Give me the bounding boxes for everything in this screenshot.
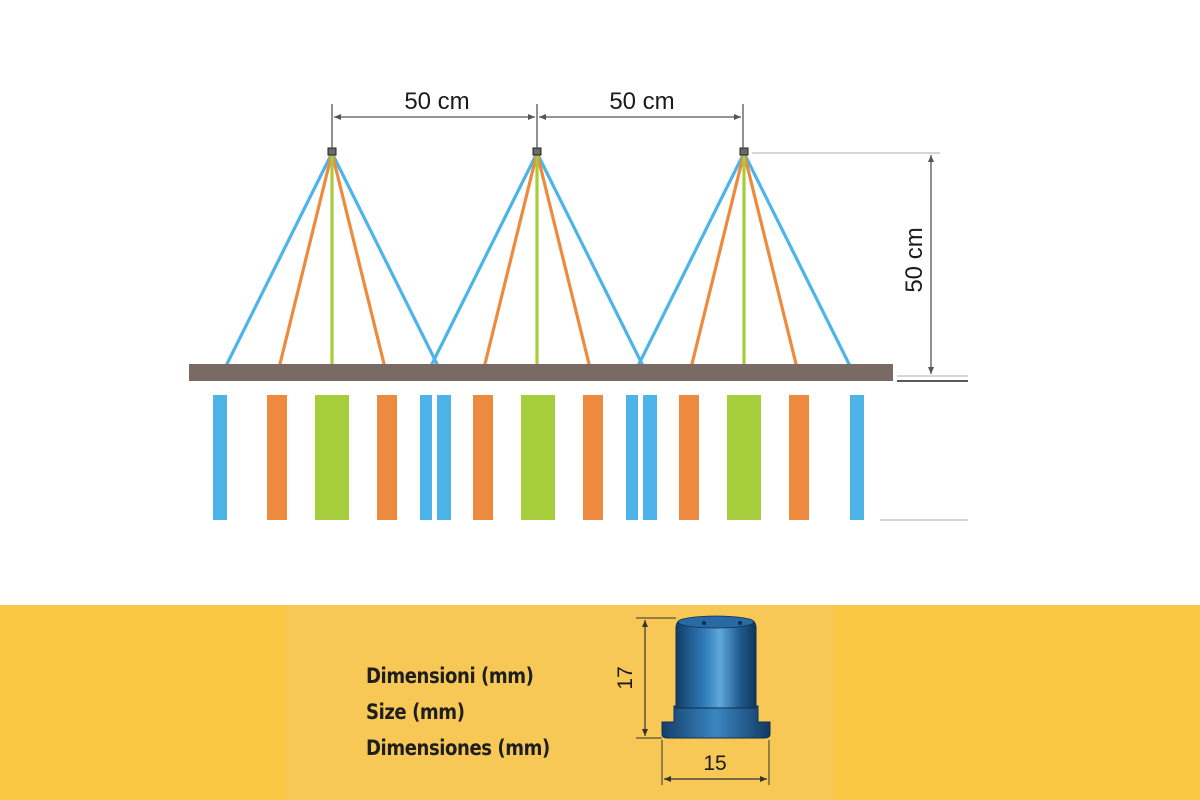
nozzle-width-value: 15 bbox=[703, 752, 726, 775]
pattern-bar-12 bbox=[679, 395, 699, 520]
nozzle-3 bbox=[739, 147, 749, 156]
pattern-bar-6 bbox=[437, 395, 451, 520]
spray-line-1-3 bbox=[535, 151, 594, 378]
size-labels: Dimensioni (mm) Size (mm) Dimensiones (m… bbox=[366, 658, 550, 766]
nozzle-drawing bbox=[636, 615, 771, 785]
spray-line-1-1 bbox=[535, 151, 650, 378]
spray-line-1-0 bbox=[424, 151, 539, 378]
spray-pattern-bars bbox=[213, 395, 864, 520]
size-label-spanish: Dimensiones (mm) bbox=[366, 736, 550, 760]
pattern-bar-1 bbox=[213, 395, 227, 520]
spray-line-2-3 bbox=[742, 151, 801, 378]
spray-line-1-2 bbox=[480, 151, 539, 378]
spacing-label-1: 50 cm bbox=[404, 88, 469, 115]
pattern-bar-9 bbox=[583, 395, 603, 520]
nozzle-height-value: 17 bbox=[614, 666, 637, 689]
size-label-english: Size (mm) bbox=[366, 700, 465, 724]
nozzles bbox=[327, 147, 749, 156]
pattern-bar-8 bbox=[521, 395, 555, 520]
pattern-bar-7 bbox=[473, 395, 493, 520]
spacing-dimension bbox=[331, 104, 744, 150]
spray-line-0-2 bbox=[275, 151, 334, 378]
pattern-bar-4 bbox=[377, 395, 397, 520]
pattern-bar-13 bbox=[727, 395, 761, 520]
height-label: 50 cm bbox=[901, 227, 928, 292]
size-label-italian: Dimensioni (mm) bbox=[366, 664, 534, 688]
spray-line-2-1 bbox=[742, 151, 857, 378]
spray-line-0-1 bbox=[330, 151, 445, 378]
spray-line-2-2 bbox=[687, 151, 746, 378]
spray-line-2-0 bbox=[631, 151, 746, 378]
pattern-bar-14 bbox=[789, 395, 809, 520]
pattern-bar-3 bbox=[315, 395, 349, 520]
spray-line-0-0 bbox=[219, 151, 334, 378]
spacing-label-2: 50 cm bbox=[609, 88, 674, 115]
boom-bar bbox=[189, 364, 893, 381]
pattern-bar-15 bbox=[850, 395, 864, 520]
spray-line-0-3 bbox=[330, 151, 389, 378]
pattern-bar-10 bbox=[626, 395, 638, 520]
pattern-bar-5 bbox=[420, 395, 432, 520]
spray-fans bbox=[219, 151, 857, 378]
pattern-bar-11 bbox=[643, 395, 657, 520]
pattern-bar-2 bbox=[267, 395, 287, 520]
height-dimension bbox=[752, 152, 968, 521]
